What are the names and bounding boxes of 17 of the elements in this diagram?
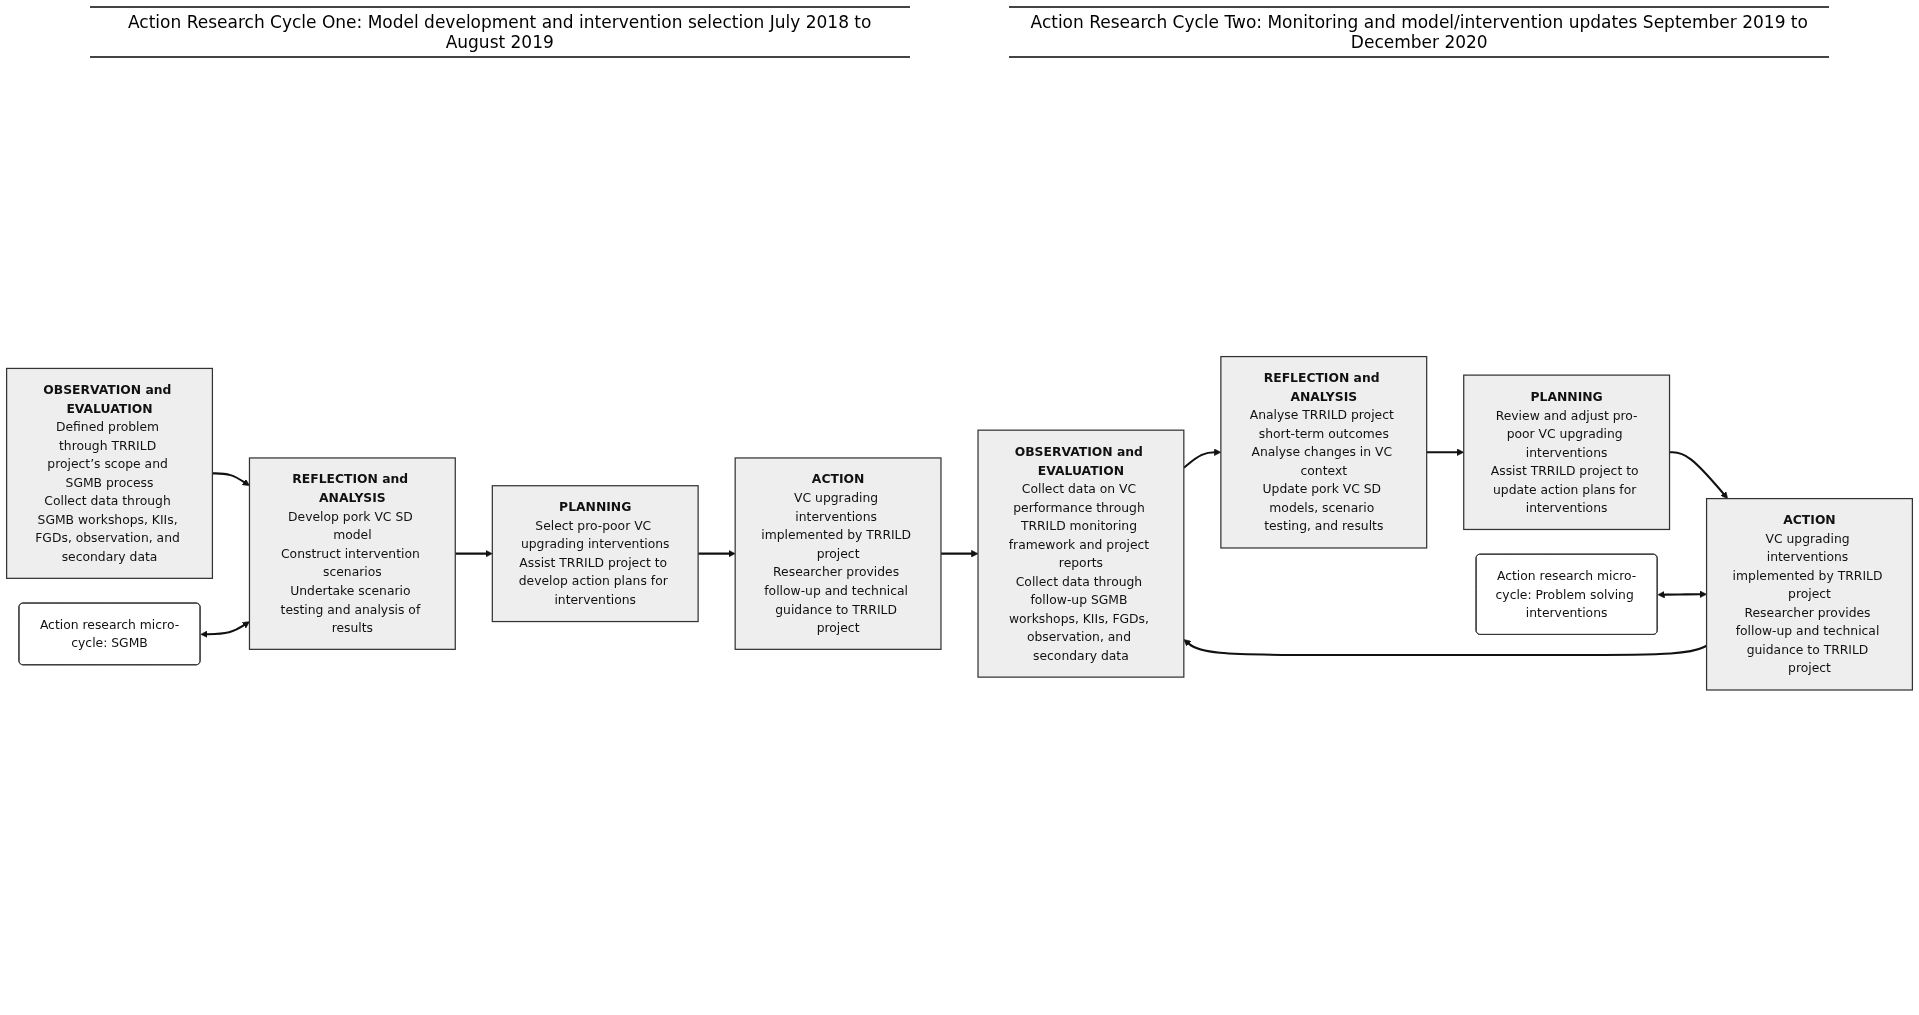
arrow (455, 549, 493, 557)
arrow (212, 472, 250, 486)
node-box: REFLECTION and ANALYSIS Analyse TRRILD project short-term outcomes Analyse changes in VC context Update pork VC SD models, scenario testing, and results (1220, 355, 1428, 549)
cycle-heading: Action Research Cycle One: Model development and intervention selection July 2018 to August 2019 (89, 6, 910, 58)
arrow (1669, 450, 1728, 499)
node-box: OBSERVATION and EVALUATION Defined problem through TRRILD project’s scope and SGMB process Collect data through SGMB workshops, KIIs, FGDs, observation, and secondary data (6, 367, 214, 579)
cycle-heading: Action Research Cycle Two: Monitoring and model/intervention updates September 2019 to December 2020 (1009, 6, 1830, 58)
arrow (200, 621, 250, 638)
arrow (1657, 590, 1707, 598)
arrow (698, 549, 736, 557)
node-box: PLANNING Review and adjust pro-poor VC upgrading interventions Assist TRRILD project to update action plans for interventions (1463, 374, 1671, 530)
arrow (941, 549, 979, 557)
node-box: ACTION VC upgrading interventions implemented by TRRILD project Researcher provides follow-up and technical guidance to TRRILD project (1705, 497, 1913, 691)
node-box: PLANNING Select pro-poor VC upgrading interventions Assist TRRILD project to develop action plans for interventions (491, 484, 699, 622)
node-box: OBSERVATION and EVALUATION Collect data on VC performance through TRRILD monitoring framework and project reports Collect data through follow-up SGMB workshops, KIIs, FGDs, observation, and secondary data (977, 429, 1185, 678)
node-box: REFLECTION and ANALYSIS Develop pork VC SD model Construct intervention scenarios Undertake scenario testing and analysis of results (248, 457, 456, 650)
node-box: ACTION VC upgrading interventions implemented by TRRILD project Researcher provides follow-up and technical guidance to TRRILD project (734, 457, 942, 650)
